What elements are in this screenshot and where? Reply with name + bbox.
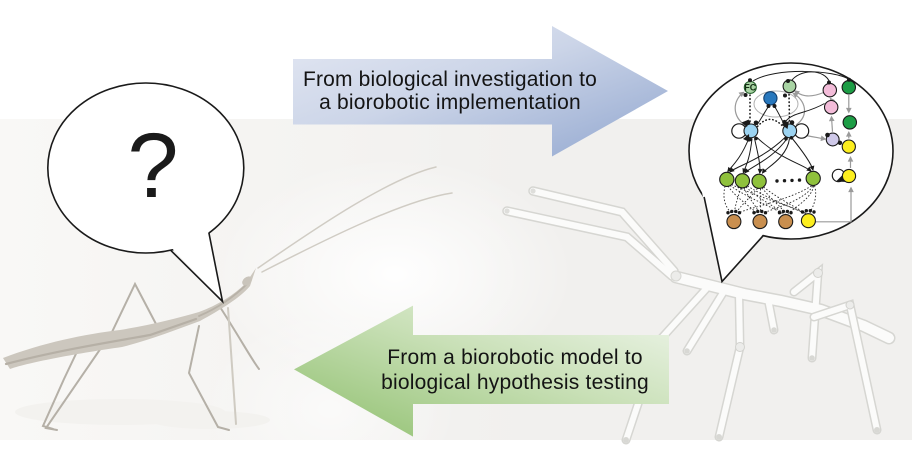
svg-text:FC: FC <box>744 83 756 93</box>
svg-text:?: ? <box>127 115 178 217</box>
